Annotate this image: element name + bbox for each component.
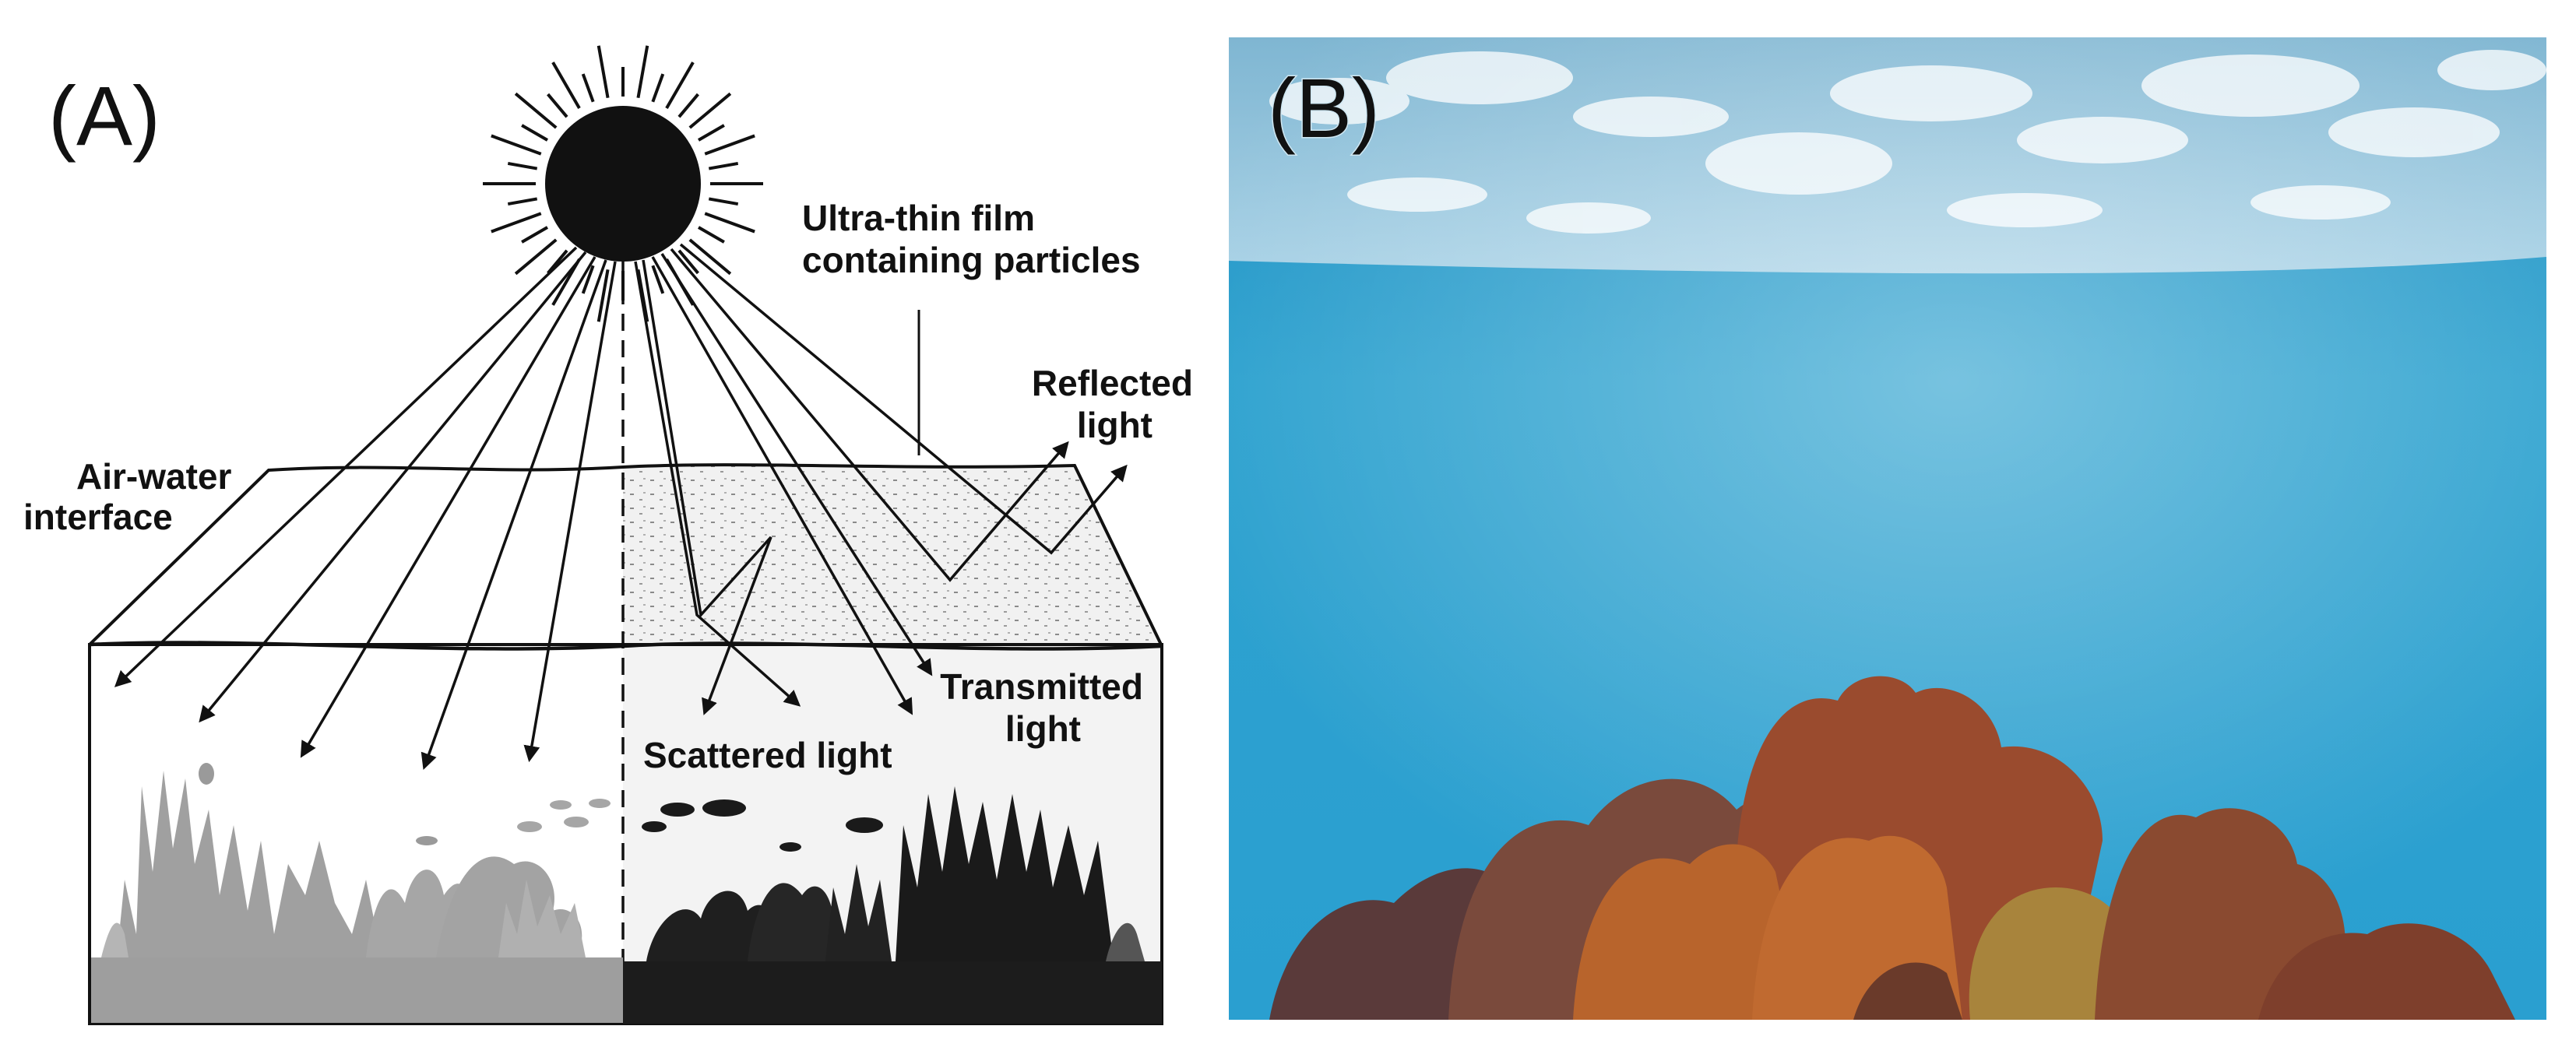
sun-ray	[651, 265, 665, 294]
transmitted-ray	[660, 253, 933, 676]
fish-icon	[660, 803, 695, 817]
fish-icon	[779, 842, 801, 852]
fish-icon	[199, 763, 214, 785]
coral-icon	[2095, 808, 2345, 1020]
label-film-2: containing particles	[802, 240, 1141, 280]
coral-icon	[1573, 844, 1807, 1020]
coral-reef	[1269, 676, 2515, 1020]
sun-ray	[677, 249, 699, 275]
sun-ray	[708, 197, 739, 206]
sun-ray	[688, 92, 732, 129]
coral-icon	[646, 891, 773, 961]
sun-ray	[551, 61, 581, 110]
transmitted-ray	[651, 256, 913, 715]
panel-a-letter: (A)	[48, 69, 160, 163]
fish-icon	[642, 821, 667, 832]
sun-ray	[651, 73, 665, 103]
coral-icon	[117, 771, 382, 957]
sun-ray	[704, 212, 755, 234]
fish-icon	[564, 817, 589, 827]
ultra-thin-film	[623, 465, 1162, 646]
reflected-ray	[670, 248, 1069, 582]
sun-ray	[688, 238, 732, 276]
sun-ray	[665, 61, 695, 110]
sun-ray	[521, 124, 549, 142]
sun-ray	[507, 197, 538, 206]
sun-icon	[483, 45, 763, 322]
panel-b-letter: (B)	[1268, 61, 1380, 155]
reef-right	[623, 786, 1162, 1024]
transmitted-ray	[523, 261, 617, 763]
light-rays	[114, 243, 1128, 770]
sun-ray	[596, 45, 610, 99]
sun-ray	[677, 93, 699, 118]
surface-top-edge	[88, 463, 1163, 647]
transmitted-ray	[300, 256, 596, 758]
transmitted-ray	[421, 259, 607, 770]
scattered-ray	[634, 261, 801, 707]
fish-icon	[702, 799, 746, 817]
reflected-ray	[679, 243, 1128, 555]
sun-ray	[547, 249, 568, 275]
diagram-labels: Air-water interface Ultra-thin film cont…	[23, 198, 1193, 775]
sun-ray	[491, 134, 542, 156]
sun-ray	[704, 134, 755, 156]
label-reflected-1: Reflected	[1032, 363, 1193, 403]
fish-icon	[416, 836, 438, 845]
transmitted-ray	[199, 251, 587, 723]
label-transmitted-2: light	[1005, 708, 1081, 749]
sun-ray	[521, 226, 549, 244]
sun-ray	[596, 269, 610, 322]
label-scattered: Scattered light	[643, 735, 892, 775]
sun-ray	[514, 92, 558, 129]
sun-ray	[581, 265, 595, 294]
sun-ray	[697, 226, 725, 244]
sun-ray	[581, 73, 595, 103]
sun-ray	[491, 212, 542, 234]
sun-ray	[514, 238, 558, 276]
label-film-1: Ultra-thin film	[802, 198, 1035, 238]
reef-left	[91, 763, 623, 1023]
label-air-water-2: interface	[23, 497, 173, 537]
coral-icon	[748, 883, 835, 961]
sun-ray	[636, 45, 649, 99]
panel-a: (A)	[23, 45, 1193, 1025]
label-reflected-2: light	[1077, 405, 1153, 445]
sun-ray	[697, 124, 725, 142]
coral-icon	[896, 786, 1114, 961]
label-air-water-1: Air-water	[76, 456, 231, 497]
sun-ray	[547, 93, 568, 118]
panel-b-photo: (B)	[1229, 37, 2546, 1020]
scattered-ray	[642, 259, 772, 715]
fish-icon	[517, 821, 542, 832]
fish-icon	[846, 817, 883, 833]
coral-icon	[2258, 923, 2515, 1020]
sun-ray	[708, 161, 739, 170]
sun-ray	[507, 161, 538, 170]
fish-icon	[550, 800, 572, 810]
transmitted-ray	[114, 246, 578, 687]
fish-icon	[589, 799, 611, 808]
label-transmitted-1: Transmitted	[940, 666, 1143, 707]
